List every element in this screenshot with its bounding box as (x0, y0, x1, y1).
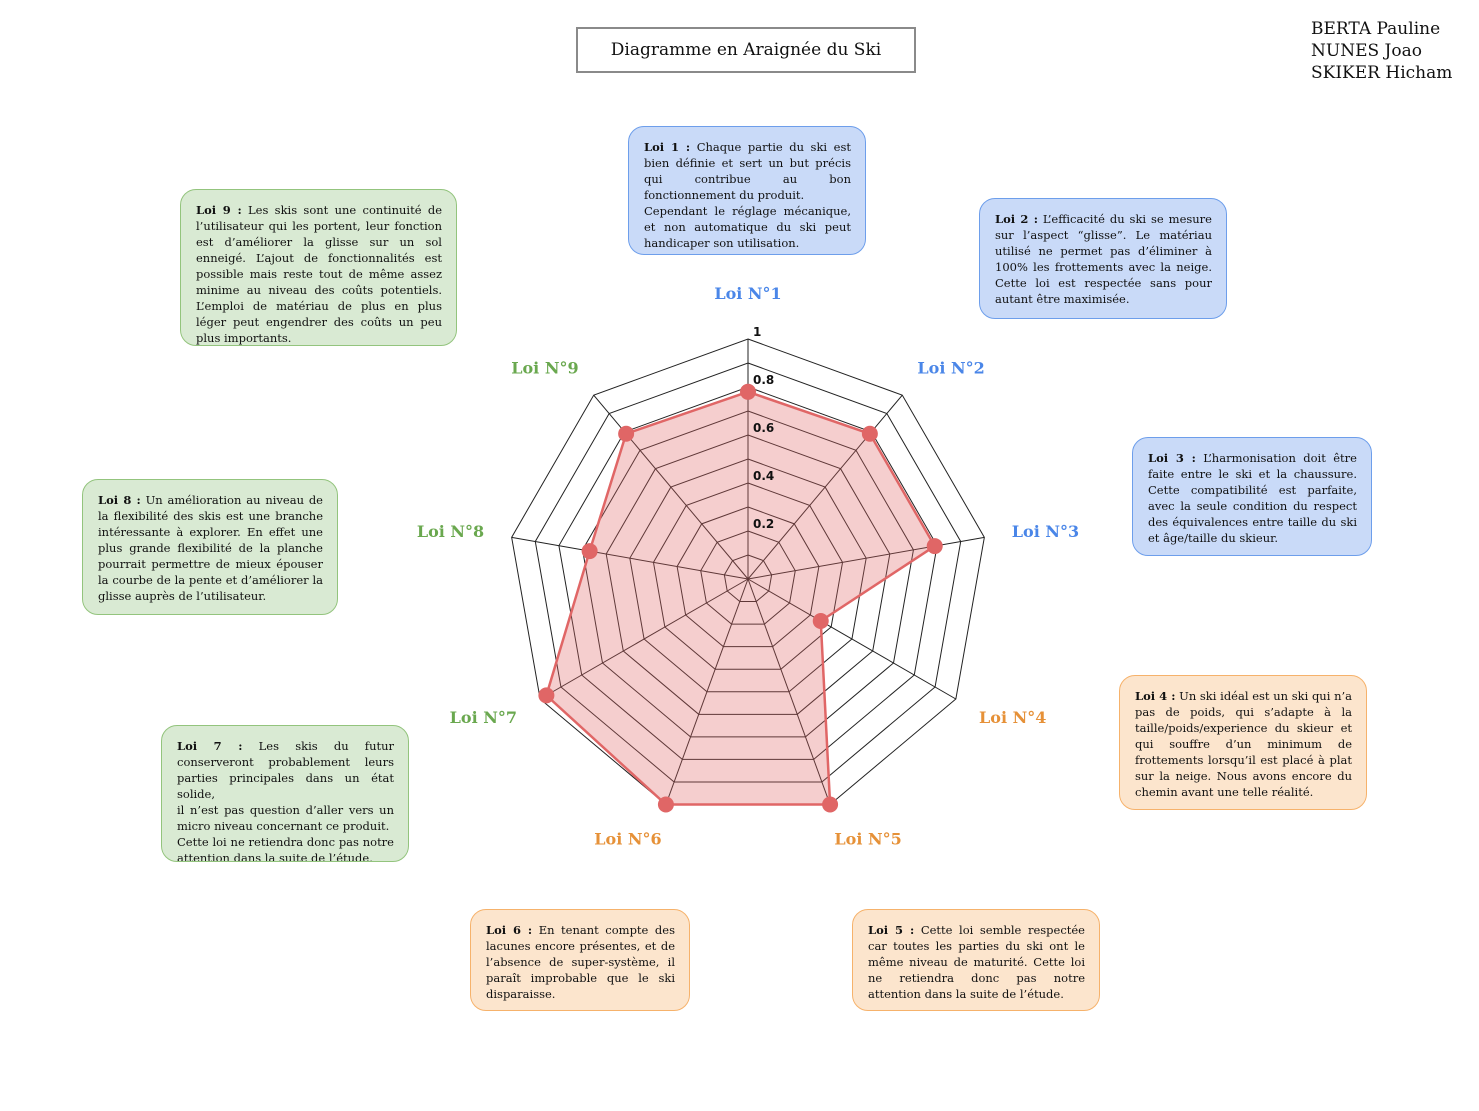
data-point (822, 796, 839, 813)
grid-ring (700, 530, 796, 625)
data-point (740, 383, 756, 400)
axis-label: Loi N°8 (417, 522, 484, 541)
note-text: Un ski idéal est un ski qui n’a pas de p… (1135, 689, 1352, 799)
note-heading: Loi 2 : (995, 212, 1038, 226)
note-loi-6: Loi 6 : En tenant compte des lacunes enc… (470, 909, 690, 1011)
spoke-line (593, 394, 749, 580)
spoke-line (747, 536, 985, 580)
chart-title: Diagramme en Araignée du Ski (576, 27, 916, 73)
note-loi-2: Loi 2 : L’efficacité du ski se mesure su… (979, 198, 1227, 319)
spoke-line (665, 578, 749, 805)
radar-grid (511, 338, 985, 806)
spoke-line (747, 578, 831, 805)
note-heading: Loi 6 : (486, 923, 533, 937)
authors-block: BERTA Pauline NUNES Joao SKIKER Hicham (1311, 18, 1452, 84)
grid-ring (558, 386, 938, 760)
note-heading: Loi 1 : (644, 140, 691, 154)
note-heading: Loi 4 : (1135, 689, 1176, 703)
axis-label: Loi N°3 (1012, 522, 1079, 541)
radar-tick-labels: 0.2 0.4 0.6 0.8 1 (753, 325, 774, 531)
data-point (926, 538, 943, 555)
note-loi-1: Loi 1 : Chaque partie du ski est bien dé… (628, 126, 866, 255)
spoke-line (511, 536, 749, 580)
note-heading: Loi 9 : (196, 203, 242, 217)
note-loi-7: Loi 7 : Les skis du futur conserveront p… (161, 725, 409, 862)
note-loi-3: Loi 3 : L’harmonisation doit être faite … (1132, 437, 1372, 556)
grid-ring (582, 410, 914, 738)
axis-label: Loi N°1 (714, 284, 781, 303)
note-loi-5: Loi 5 : Cette loi semble respectée car t… (852, 909, 1100, 1011)
tick-label: 0.4 (753, 469, 774, 483)
grid-ring (723, 554, 773, 603)
note-loi-8: Loi 8 : Un amélioration au niveau de la … (82, 479, 338, 615)
note-heading: Loi 3 : (1148, 451, 1196, 465)
series-area (544, 390, 937, 806)
author-name: BERTA Pauline (1311, 19, 1441, 39)
axis-label: Loi N°7 (450, 708, 517, 727)
grid-ring (534, 362, 962, 783)
note-text: Cette loi semble respectée car toutes le… (868, 923, 1085, 1001)
tick-label: 1 (753, 325, 761, 339)
radar-series (538, 383, 943, 813)
spoke-line (747, 578, 957, 700)
note-text: Un amélioration au niveau de la flexibil… (98, 493, 323, 603)
data-point (538, 687, 555, 704)
note-heading: Loi 7 : (177, 739, 243, 753)
axis-label: Loi N°6 (594, 829, 661, 848)
note-text: En tenant compte des lacunes encore prés… (486, 923, 675, 1001)
data-point (861, 425, 878, 442)
note-heading: Loi 5 : (868, 923, 915, 937)
tick-label: 0.6 (753, 421, 774, 435)
axis-label: Loi N°9 (511, 359, 578, 378)
note-loi-4: Loi 4 : Un ski idéal est un ski qui n’a … (1119, 675, 1367, 810)
grid-ring (629, 458, 867, 693)
note-text: L’harmonisation doit être faite entre le… (1148, 451, 1357, 545)
tick-label: 0.2 (753, 517, 774, 531)
note-text: Chaque partie du ski est bien définie et… (644, 140, 851, 250)
note-heading: Loi 8 : (98, 493, 141, 507)
spoke-line (539, 578, 749, 700)
note-text: Les skis sont une continuité de l’utilis… (196, 203, 442, 345)
radar-spokes (511, 339, 985, 805)
data-point (812, 613, 829, 629)
author-name: NUNES Joao (1311, 41, 1422, 61)
grid-ring (652, 482, 844, 670)
axis-label: Loi N°4 (979, 708, 1046, 727)
note-loi-9: Loi 9 : Les skis sont une continuité de … (180, 189, 457, 346)
tick-label: 0.8 (753, 373, 774, 387)
data-point (657, 796, 674, 813)
spoke-line (747, 394, 903, 580)
axis-label: Loi N°5 (834, 829, 901, 848)
note-text: L’efficacité du ski se mesure sur l’aspe… (995, 212, 1212, 306)
author-name: SKIKER Hicham (1311, 63, 1453, 83)
data-point (581, 543, 598, 560)
data-point (618, 425, 635, 442)
axis-label: Loi N°2 (917, 359, 984, 378)
grid-ring (676, 506, 820, 648)
note-text: Les skis du futur conserveront probablem… (177, 739, 394, 862)
grid-ring (605, 434, 891, 715)
